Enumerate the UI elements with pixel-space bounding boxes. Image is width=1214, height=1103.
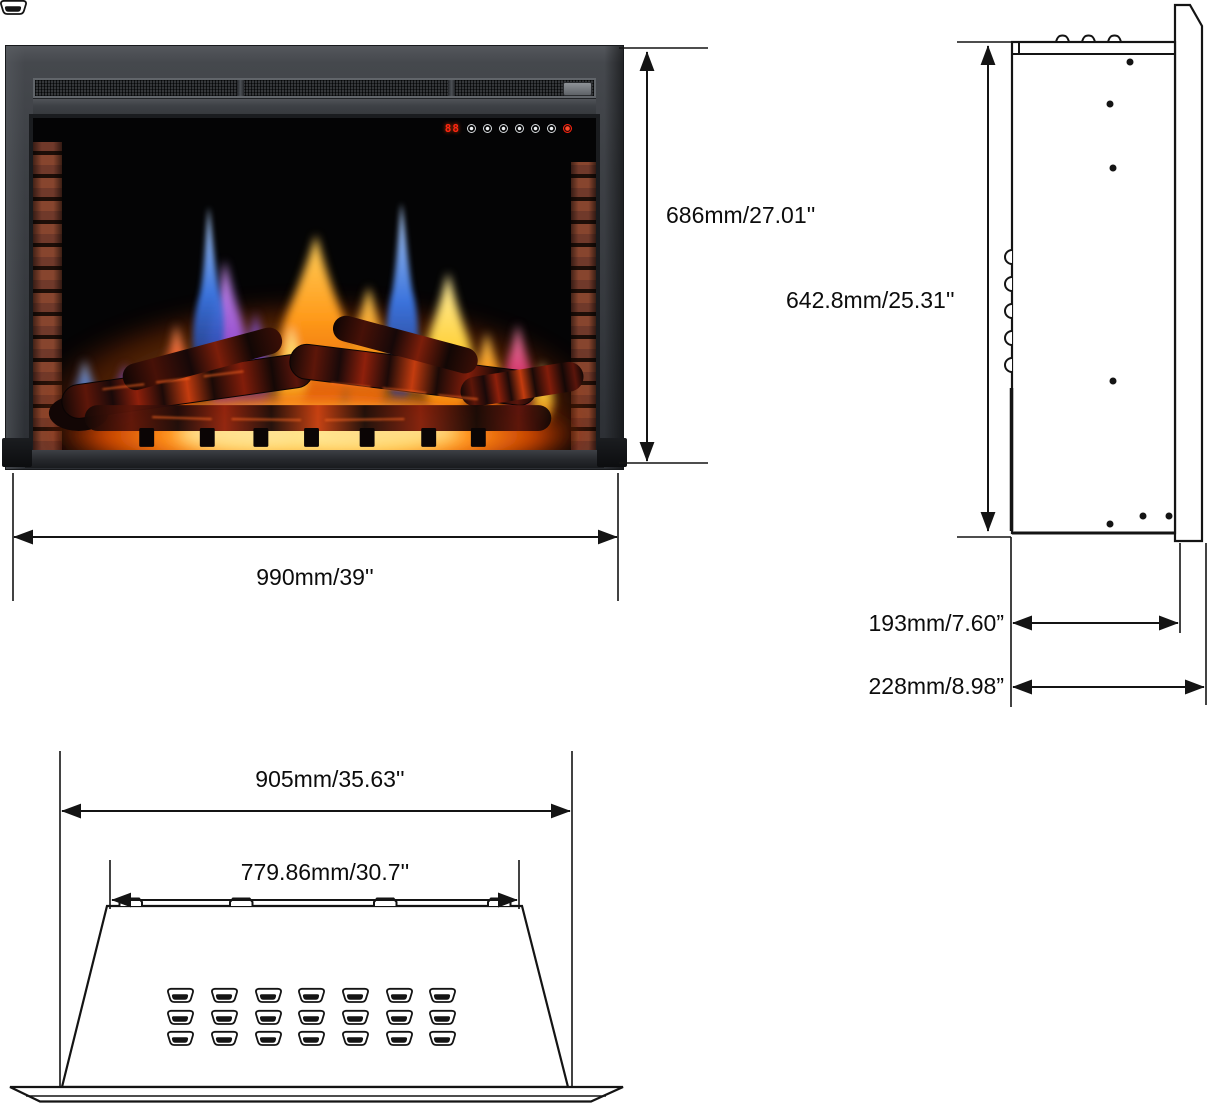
side-front-flange: [1173, 3, 1204, 543]
foot-right: [597, 438, 627, 467]
dimension-arrows: [13, 45, 1205, 908]
edge-bump: [1004, 249, 1013, 265]
grille-switch: [563, 82, 592, 96]
control-button-icon: [467, 124, 476, 133]
top-tab: [1106, 34, 1123, 43]
power-button-icon: [563, 124, 572, 133]
vent-slots: [0, 0, 456, 1046]
control-button-icon: [483, 124, 492, 133]
control-panel: 88: [445, 123, 572, 134]
grille-divider: [237, 80, 244, 96]
bottom-view-drawing: [0, 0, 624, 1103]
dimension-label-depth-body: 193mm/7.60”: [868, 610, 1004, 636]
dimension-label-top-width-back: 779.86mm/30.7'': [240, 859, 410, 885]
log-grate-teeth: [139, 427, 486, 447]
firebox-glass: 88: [33, 118, 596, 450]
edge-bump: [1004, 357, 1013, 373]
frame-bottom-band: [25, 450, 604, 468]
dimension-label-top-width-front: 905mm/35.63'': [255, 766, 405, 792]
extension-lines: [12, 41, 1207, 1086]
dimension-label-side-height: 642.8mm/25.31'': [786, 287, 955, 313]
control-button-icon: [531, 124, 540, 133]
top-tab: [1054, 34, 1071, 43]
edge-bump: [1004, 330, 1013, 346]
side-body: [1010, 40, 1177, 535]
led-display: 88: [444, 122, 460, 135]
foot-left: [2, 438, 32, 467]
grille-divider: [448, 80, 455, 96]
dimension-label-depth-total: 228mm/8.98”: [868, 673, 1004, 699]
front-view-photo: 88: [2, 45, 627, 470]
edge-bump: [1004, 276, 1013, 292]
dimension-label-front-width: 990mm/39'': [256, 564, 374, 590]
screw-holes: [1106, 58, 1173, 528]
frame-upper-band: [33, 98, 596, 118]
log-set: [48, 315, 584, 431]
edge-bump: [1004, 303, 1013, 319]
control-button-icon: [499, 124, 508, 133]
heater-vent-grille: [33, 78, 596, 98]
front-flange-bar: [9, 1085, 624, 1103]
control-button-icon: [547, 124, 556, 133]
side-view-drawing: [1004, 3, 1204, 543]
control-button-icon: [515, 124, 524, 133]
dimension-label-front-height: 686mm/27.01'': [666, 202, 816, 228]
top-tab: [1080, 34, 1097, 43]
flames-and-logs: [33, 202, 596, 450]
